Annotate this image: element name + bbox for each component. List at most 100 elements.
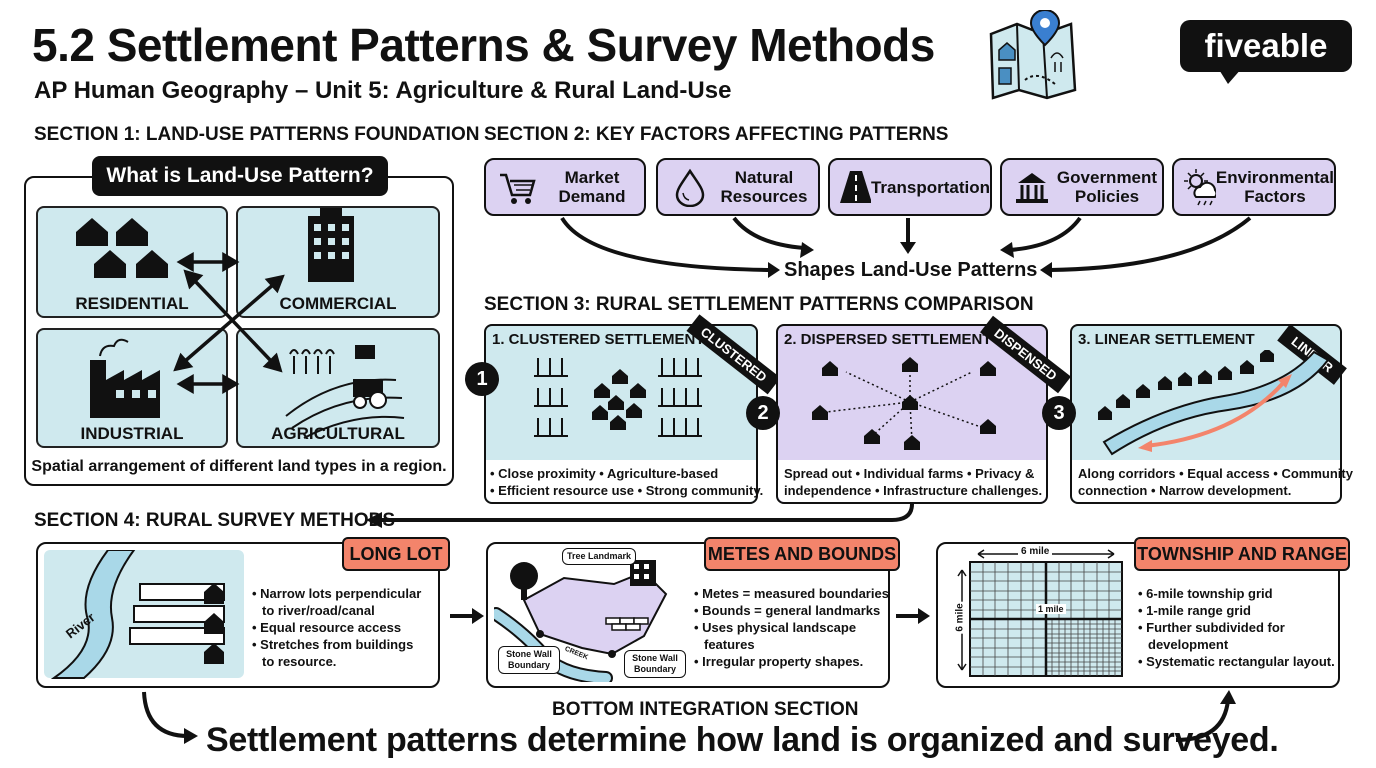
township-range-bullet: • 1-mile range grid — [1138, 603, 1251, 618]
government-building-icon — [1016, 173, 1048, 203]
brand-logo-tail — [1218, 68, 1242, 84]
long-lot-bullet: • Narrow lots perpendicular — [252, 586, 422, 601]
curved-arrow-right — [1175, 690, 1236, 742]
village-houses-icon — [592, 369, 646, 430]
long-lot-bullet: • Stretches from buildings — [252, 637, 414, 652]
stone-wall-icon — [605, 617, 649, 631]
relationship-arrows — [173, 251, 285, 395]
panel-label-industrial: INDUSTRIAL — [80, 424, 184, 443]
farmhouse-icon — [812, 357, 996, 450]
long-lot-bullet: • Equal resource access — [252, 620, 402, 635]
land-use-illustrations — [76, 208, 405, 439]
houses-icon — [76, 218, 168, 278]
panel-label-commercial: COMMERCIAL — [279, 294, 397, 313]
section4-heading: SECTION 4: RURAL SURVEY METHODS — [34, 510, 396, 531]
shopping-cart-icon — [500, 173, 536, 204]
township-range-title: TOWNSHIP AND RANGE — [1134, 537, 1350, 571]
brand-logo[interactable]: fiveable — [1180, 20, 1352, 72]
dispersed-farms-illustration — [812, 357, 996, 450]
integration-caption: BOTTOM INTEGRATION SECTION — [552, 699, 859, 720]
factor-line1: Environmental — [1215, 168, 1334, 187]
long-lot-bullets: • Narrow lots perpendicular to river/roa… — [252, 585, 421, 670]
section-connector-arrow — [366, 503, 914, 528]
stone-wall-label-left: Stone Wall Boundary — [498, 646, 560, 674]
long-lot-bullet: to river/road/canal — [262, 603, 375, 618]
shapes-land-use-result: Shapes Land-Use Patterns — [784, 259, 1038, 281]
clustered-village-illustration — [534, 358, 702, 437]
metes-bounds-bullet: • Uses physical landscape — [694, 620, 857, 635]
curved-arrow-left — [142, 691, 198, 744]
grid-top-label: 6 mile — [1018, 546, 1053, 557]
arrow-right-icon — [450, 608, 484, 624]
township-range-bullet: • Systematic rectangular layout. — [1138, 654, 1335, 669]
long-lot-bullet: to resource. — [262, 654, 337, 669]
page-subtitle: AP Human Geography – Unit 5: Agriculture… — [34, 77, 732, 104]
section3-heading: SECTION 3: RURAL SETTLEMENT PATTERNS COM… — [484, 294, 1034, 315]
office-building-icon — [308, 208, 354, 282]
row-houses-icon — [1098, 350, 1274, 420]
township-range-bullet: • Further subdivided for — [1138, 620, 1285, 635]
township-range-bullets: • 6-mile township grid • 1-mile range gr… — [1138, 585, 1335, 670]
linear-bullet-1: Along corridors • Equal access • Communi… — [1078, 466, 1353, 481]
clustered-title: 1. CLUSTERED SETTLEMENT — [492, 331, 705, 348]
township-grid-illustration — [957, 549, 1123, 677]
factor-line1: Transportation — [870, 177, 990, 197]
metes-bounds-illustration — [494, 560, 668, 682]
crop-rows-icon — [534, 358, 702, 437]
weather-icon — [1184, 169, 1216, 206]
factory-icon — [90, 338, 160, 418]
factor-line1: Natural — [734, 168, 794, 187]
factor-line1: Government — [1056, 168, 1158, 187]
land-use-question: What is Land-Use Pattern? — [92, 156, 388, 196]
linear-title: 3. LINEAR SETTLEMENT — [1078, 331, 1255, 348]
metes-bounds-bullet: • Irregular property shapes. — [694, 654, 864, 669]
integration-statement: Settlement patterns determine how land i… — [206, 721, 1279, 759]
linear-bullet-2: connection • Narrow development. — [1078, 483, 1292, 498]
factor-line2: Demand — [558, 187, 626, 206]
lot-strips — [129, 583, 225, 645]
tree-landmark-label: Tree Landmark — [562, 548, 637, 565]
section2-heading: SECTION 2: KEY FACTORS AFFECTING PATTERN… — [484, 124, 949, 145]
dispersed-bullets: Spread out • Individual farms • Privacy … — [784, 465, 1042, 499]
factor-line1: Market — [564, 168, 620, 187]
township-range-bullet: • 6-mile township grid — [1138, 586, 1273, 601]
section1-heading: SECTION 1: LAND-USE PATTERNS FOUNDATION — [34, 124, 480, 145]
land-use-caption: Spatial arrangement of different land ty… — [31, 458, 447, 475]
number-badge-3: 3 — [1042, 396, 1076, 430]
township-range-bullet: development — [1148, 637, 1229, 652]
clustered-bullets: • Close proximity • Agriculture-based • … — [490, 465, 763, 499]
clustered-bullet-2: • Efficient resource use • Strong commun… — [490, 483, 764, 498]
factor-line2: Resources — [720, 187, 808, 206]
clustered-caption-bg — [486, 460, 756, 502]
factor-line2: Policies — [1074, 187, 1140, 206]
map-pin-icon — [989, 10, 1077, 100]
road-icon — [840, 171, 871, 203]
long-lot-title: LONG LOT — [342, 537, 450, 571]
linear-river-illustration — [1098, 350, 1330, 456]
factor-transportation: Transportation — [828, 158, 992, 216]
factor-arrows — [560, 216, 1252, 278]
metes-bounds-title: METES AND BOUNDS — [704, 537, 900, 571]
factor-line2: Factors — [1244, 187, 1306, 206]
panel-label-residential: RESIDENTIAL — [75, 294, 189, 313]
grid-side-label: 6 mile — [954, 601, 966, 634]
farm-tractor-icon — [285, 345, 405, 439]
metes-bounds-bullets: • Metes = measured boundaries • Bounds =… — [694, 585, 889, 670]
page-title: 5.2 Settlement Patterns & Survey Methods — [32, 19, 935, 71]
metes-bounds-bullet: • Bounds = general landmarks — [694, 603, 881, 618]
grid-center-label: 1 mile — [1036, 604, 1066, 614]
clustered-bullet-1: • Close proximity • Agriculture-based — [490, 466, 719, 481]
dispersed-caption-bg — [778, 460, 1046, 502]
dispersed-bullet-1: Spread out • Individual farms • Privacy … — [784, 466, 1035, 481]
number-badge-1: 1 — [465, 362, 499, 396]
stone-wall-label-right: Stone Wall Boundary — [624, 650, 686, 678]
dispersed-bullet-2: independence • Infrastructure challenges… — [784, 483, 1043, 498]
metes-bounds-bullet: • Metes = measured boundaries — [694, 586, 889, 601]
dispersed-title: 2. DISPERSED SETTLEMENT — [784, 331, 992, 348]
linear-caption-bg — [1072, 460, 1340, 502]
long-lot-illustration — [44, 550, 244, 679]
